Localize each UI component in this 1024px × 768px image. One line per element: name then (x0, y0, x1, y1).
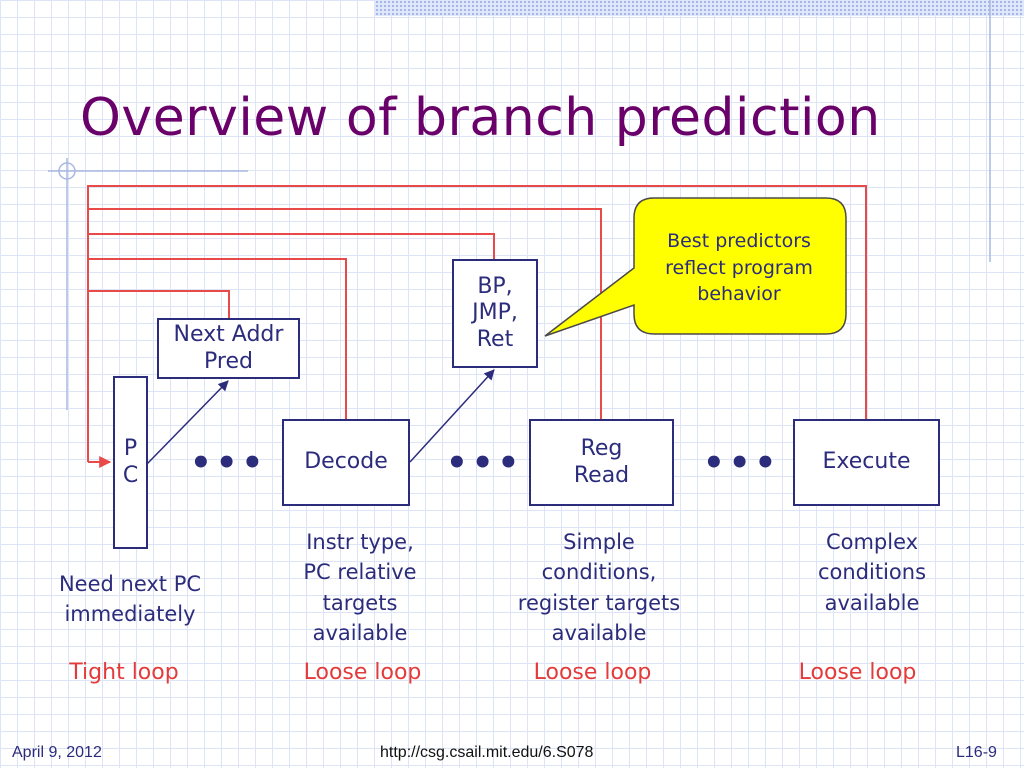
feedback-paths (87, 185, 867, 468)
ellipsis-2: ••• (446, 443, 524, 483)
pc-box: P C (113, 376, 148, 549)
execute-label: Execute (822, 449, 911, 475)
bp-jmp-ret-label: BP, JMP, Ret (472, 273, 518, 352)
pc-label: P C (122, 436, 139, 488)
guide-circle (58, 162, 76, 180)
execute-description: Complex conditions available (817, 530, 927, 615)
reg-read-label: Reg Read (573, 436, 630, 488)
decode-label: Decode (304, 449, 388, 475)
footer-url[interactable]: http://csg.csail.mit.edu/6.S078 (380, 744, 594, 761)
ellipsis-3: ••• (703, 443, 781, 483)
decode-description: Instr type, PC relative targets availabl… (303, 530, 417, 646)
reg-read-loop-label: Loose loop (533, 660, 652, 685)
pc-description: Need next PC immediately (58, 572, 202, 627)
callout-bubble (544, 197, 847, 337)
feedback-from-execute (87, 185, 867, 462)
pc-loop-label: Tight loop (69, 660, 179, 685)
bp-jmp-ret-box: BP, JMP, Ret (452, 259, 538, 368)
reg-read-description: Simple conditions, register targets avai… (517, 530, 681, 646)
reg-read-box: Reg Read (529, 419, 674, 506)
feedback-from-reg-read (88, 208, 602, 420)
ellipsis-1: ••• (190, 443, 268, 483)
slide-title: Overview of branch prediction (80, 88, 881, 148)
decode-to-bp-arrow (409, 369, 495, 463)
feedback-from-decode (88, 258, 347, 420)
feedback-from-bp (88, 233, 495, 260)
next-addr-pred-box: Next Addr Pred (157, 318, 300, 379)
next-addr-pred-label: Next Addr Pred (173, 322, 284, 374)
slide-number: L16-9 (956, 744, 997, 761)
pc-to-next-addr-arrow (146, 380, 229, 465)
header-decoration-band (375, 0, 1024, 16)
execute-loop-label: Loose loop (798, 660, 917, 685)
callout-text: Best predictors reflect program behavior (665, 230, 813, 306)
feedback-from-next-addr-pred (88, 290, 230, 318)
footer-date: April 9, 2012 (12, 744, 102, 761)
execute-box: Execute (793, 419, 940, 506)
decode-loop-label: Loose loop (303, 660, 422, 685)
decode-box: Decode (282, 419, 410, 506)
